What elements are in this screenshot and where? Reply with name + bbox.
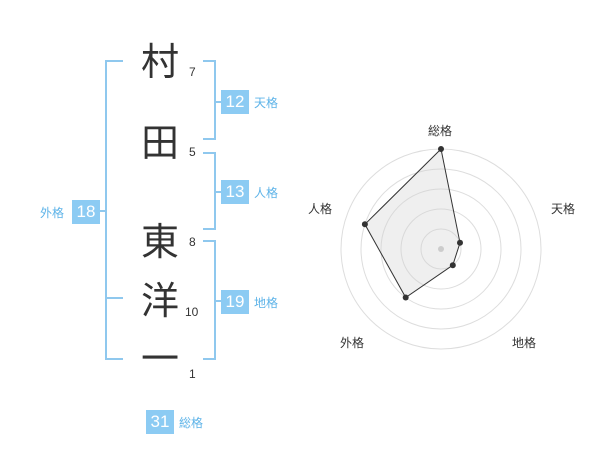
tenkaku-label: 天格 — [254, 96, 279, 110]
name-char-5: 一 — [140, 337, 179, 381]
chikaku-label: 地格 — [254, 296, 279, 310]
radar-axis-label-chikaku: 地格 — [512, 336, 537, 350]
tenkaku-value-badge: 12 — [221, 90, 249, 114]
radar-axis-label-gaikaku: 外格 — [340, 336, 365, 350]
radar-ring-3 — [380, 188, 502, 310]
radar-point-0 — [438, 146, 444, 152]
radar-point-3 — [402, 294, 409, 301]
stroke-count-1: 7 — [189, 65, 196, 79]
stroke-count-3: 8 — [189, 235, 196, 249]
radar-ring-1 — [420, 228, 462, 270]
radar-point-2 — [449, 262, 456, 269]
soukaku-label: 総格 — [179, 416, 204, 430]
radar-axis-label-soukaku: 総格 — [428, 124, 453, 138]
radar-axis-label-tenkaku: 天格 — [551, 202, 576, 216]
radar-polygon — [364, 147, 461, 299]
radar-ring-2 — [400, 208, 482, 290]
radar-axis-label-jinkaku: 人格 — [308, 202, 333, 216]
radar-ring-4 — [360, 168, 522, 330]
stroke-count-2: 5 — [189, 145, 196, 159]
stroke-count-5: 1 — [189, 367, 196, 381]
gaikaku-value-badge: 18 — [72, 200, 100, 224]
gaikaku-label: 外格 — [40, 206, 65, 220]
jinkaku-label: 人格 — [254, 186, 279, 200]
chikaku-value-badge: 19 — [221, 290, 249, 314]
name-char-1: 村 — [140, 40, 179, 84]
soukaku-value-badge: 31 — [146, 410, 174, 434]
stroke-count-4: 10 — [185, 305, 199, 319]
jinkaku-value-badge: 13 — [221, 180, 249, 204]
name-char-4: 洋 — [140, 279, 179, 323]
name-char-2: 田 — [140, 121, 179, 165]
radar-center-point — [438, 246, 444, 252]
name-char-3: 東 — [140, 220, 179, 264]
radar-point-1 — [457, 239, 463, 246]
radar-point-4 — [361, 221, 368, 228]
